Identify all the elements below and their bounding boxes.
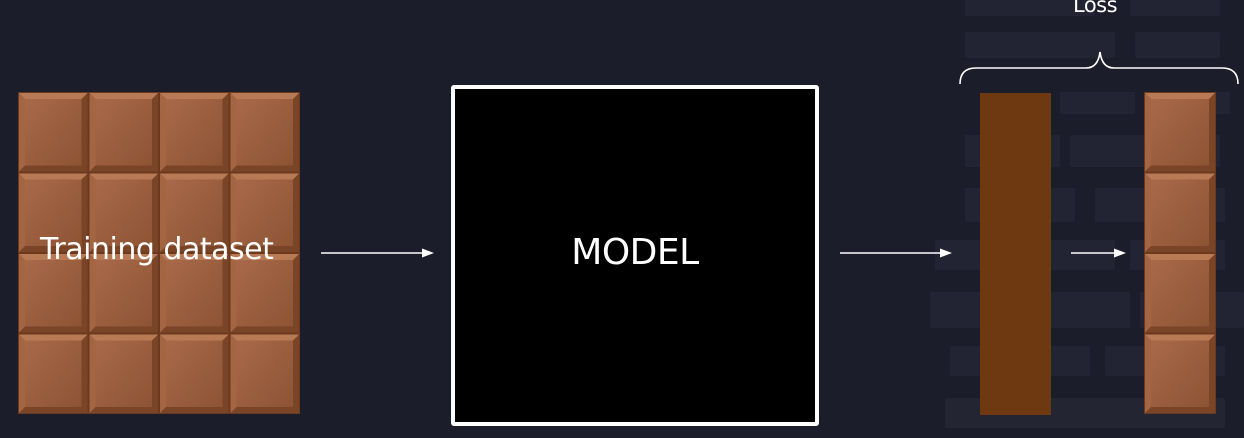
loss-label: Loss — [1073, 0, 1118, 17]
bar-piece-highlight — [160, 93, 229, 99]
training-dataset-chocolate-bar — [18, 92, 300, 414]
bar-piece-highlight — [89, 93, 96, 172]
bar-piece — [166, 179, 223, 246]
target-chocolate-strip — [1144, 92, 1216, 414]
bar-piece-highlight — [230, 254, 237, 333]
bar-piece-highlight — [19, 334, 25, 413]
bar-piece — [1151, 260, 1209, 327]
bar-piece — [1151, 179, 1209, 246]
arrow-dataset-to-model — [321, 248, 434, 258]
bar-piece-highlight — [160, 173, 166, 252]
bar-piece-highlight — [19, 254, 88, 260]
loss-brace — [959, 51, 1239, 85]
model-box — [451, 85, 819, 426]
bar-piece-highlight — [19, 173, 88, 180]
bar-piece — [236, 99, 293, 166]
bar-piece-highlight — [89, 173, 158, 180]
bar-piece-highlight — [230, 334, 237, 413]
bar-piece-highlight — [89, 334, 158, 341]
bar-piece — [25, 260, 82, 327]
bar-piece — [166, 340, 223, 407]
arrow-model-to-prediction — [840, 248, 952, 258]
bar-piece — [236, 340, 293, 407]
bar-piece — [95, 340, 152, 407]
bar-piece-highlight — [230, 93, 299, 99]
bar-piece-highlight — [89, 254, 158, 260]
bar-piece — [1151, 340, 1209, 407]
bar-piece-highlight — [19, 254, 25, 333]
bar-piece-highlight — [89, 173, 96, 252]
bar-piece-highlight — [1145, 173, 1215, 180]
bar-piece-highlight — [230, 334, 299, 341]
bar-piece-highlight — [230, 173, 299, 180]
bar-piece-highlight — [230, 93, 237, 172]
prediction-bar — [980, 93, 1051, 415]
bar-piece-highlight — [89, 254, 96, 333]
bar-piece-highlight — [160, 254, 166, 333]
bar-piece-highlight — [1145, 173, 1151, 252]
bar-piece-highlight — [89, 334, 96, 413]
bar-piece-highlight — [1145, 254, 1215, 260]
bar-piece-highlight — [160, 334, 166, 413]
bar-piece-highlight — [1145, 334, 1151, 413]
bar-piece-highlight — [19, 93, 88, 99]
bar-piece — [236, 179, 293, 246]
bar-piece — [95, 99, 152, 166]
bar-piece-highlight — [19, 334, 88, 341]
bar-piece-highlight — [230, 254, 299, 260]
bar-piece — [25, 340, 82, 407]
bar-piece-highlight — [160, 173, 229, 180]
bar-piece-highlight — [89, 93, 158, 99]
bar-piece-highlight — [19, 93, 25, 172]
bar-piece — [95, 260, 152, 327]
training-dataset-label: Training dataset — [40, 232, 274, 267]
bar-piece-highlight — [1145, 254, 1151, 333]
bar-piece-highlight — [19, 173, 25, 252]
bar-piece-highlight — [1145, 93, 1151, 172]
bar-piece — [166, 260, 223, 327]
bar-piece-highlight — [1145, 93, 1215, 99]
bar-piece — [166, 99, 223, 166]
bar-piece — [1151, 99, 1209, 166]
bar-piece-highlight — [160, 254, 229, 260]
bar-piece — [25, 99, 82, 166]
bar-piece-highlight — [1145, 334, 1215, 341]
bar-piece-highlight — [160, 334, 229, 341]
model-label: MODEL — [571, 232, 699, 273]
bar-piece — [25, 179, 82, 246]
arrow-prediction-to-target — [1071, 248, 1126, 258]
bar-piece — [236, 260, 293, 327]
bar-piece-highlight — [160, 93, 166, 172]
bar-piece — [95, 179, 152, 246]
bar-piece-highlight — [230, 173, 237, 252]
